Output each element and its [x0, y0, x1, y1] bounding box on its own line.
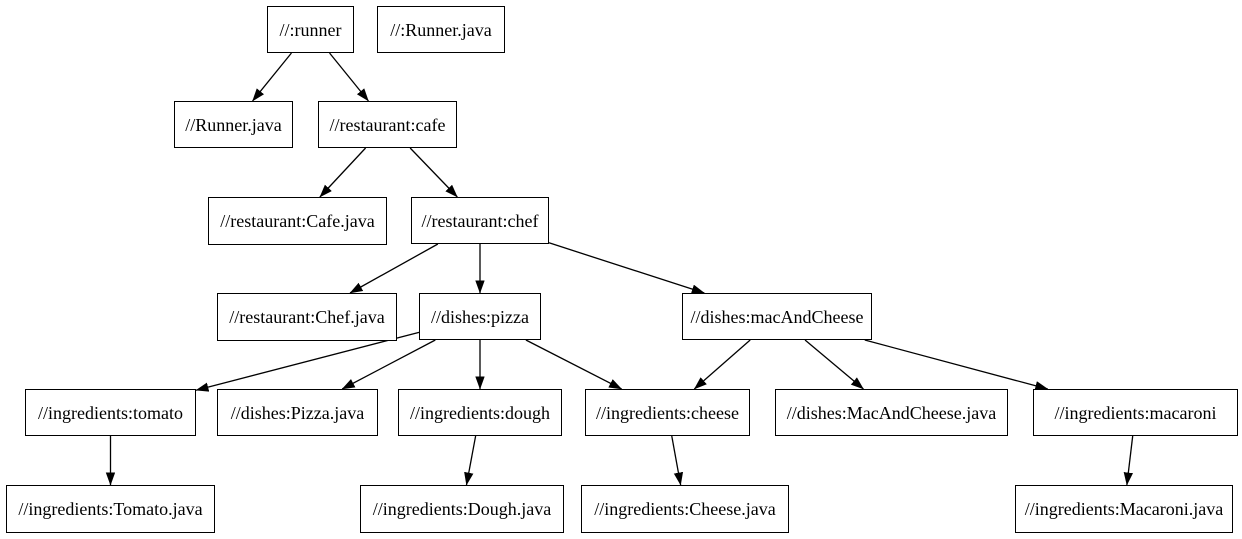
- graph-node-tomato-java: //ingredients:Tomato.java: [6, 485, 215, 533]
- graph-node-chef: //restaurant:chef: [411, 197, 549, 244]
- graph-edge-pizza-to-cheese: [525, 339, 623, 390]
- graph-node-runner-java: //Runner.java: [174, 101, 293, 148]
- graph-edge-cheese-to-cheese-java: [671, 435, 684, 486]
- graph-node-tomato: //ingredients:tomato: [25, 389, 196, 436]
- graph-edge-chef-to-chef-java: [349, 243, 439, 294]
- graph-node-pizza-java: //dishes:Pizza.java: [217, 389, 378, 436]
- graph-node-runner-java-root: //:Runner.java: [377, 6, 505, 53]
- graph-edge-cafe-to-cafe-java: [319, 147, 367, 198]
- graph-edge-mac-and-cheese-to-mac-and-cheese-java: [804, 339, 864, 390]
- graph-edge-macaroni-to-macaroni-java: [1123, 435, 1134, 486]
- graph-node-cheese-java: //ingredients:Cheese.java: [581, 485, 789, 533]
- graph-node-pizza: //dishes:pizza: [419, 293, 541, 340]
- graph-node-chef-java: //restaurant:Chef.java: [217, 293, 397, 341]
- graph-node-cafe: //restaurant:cafe: [318, 101, 457, 148]
- graph-node-cafe-java: //restaurant:Cafe.java: [208, 197, 387, 245]
- graph-edge-cafe-to-chef: [409, 147, 458, 198]
- graph-node-mac-and-cheese-java: //dishes:MacAndCheese.java: [775, 389, 1008, 436]
- graph-node-dough-java: //ingredients:Dough.java: [360, 485, 564, 533]
- graph-node-runner: //:runner: [267, 6, 354, 53]
- graph-node-cheese: //ingredients:cheese: [585, 389, 750, 436]
- graph-edge-pizza-to-pizza-java: [341, 339, 436, 390]
- graph-edge-mac-and-cheese-to-macaroni: [864, 339, 1049, 391]
- graph-edge-pizza-to-tomato: [195, 331, 420, 392]
- graph-node-mac-and-cheese: //dishes:macAndCheese: [682, 293, 872, 340]
- graph-edge-mac-and-cheese-to-cheese: [693, 339, 751, 390]
- graph-edge-chef-to-mac-and-cheese: [548, 242, 705, 294]
- graph-node-dough: //ingredients:dough: [398, 389, 562, 436]
- graph-node-macaroni: //ingredients:macaroni: [1033, 389, 1238, 436]
- graph-edge-dough-to-dough-java: [464, 435, 477, 486]
- graph-node-macaroni-java: //ingredients:Macaroni.java: [1015, 485, 1233, 533]
- graph-edge-runner-to-cafe: [329, 52, 369, 102]
- graph-edge-runner-to-runner-java: [252, 52, 292, 102]
